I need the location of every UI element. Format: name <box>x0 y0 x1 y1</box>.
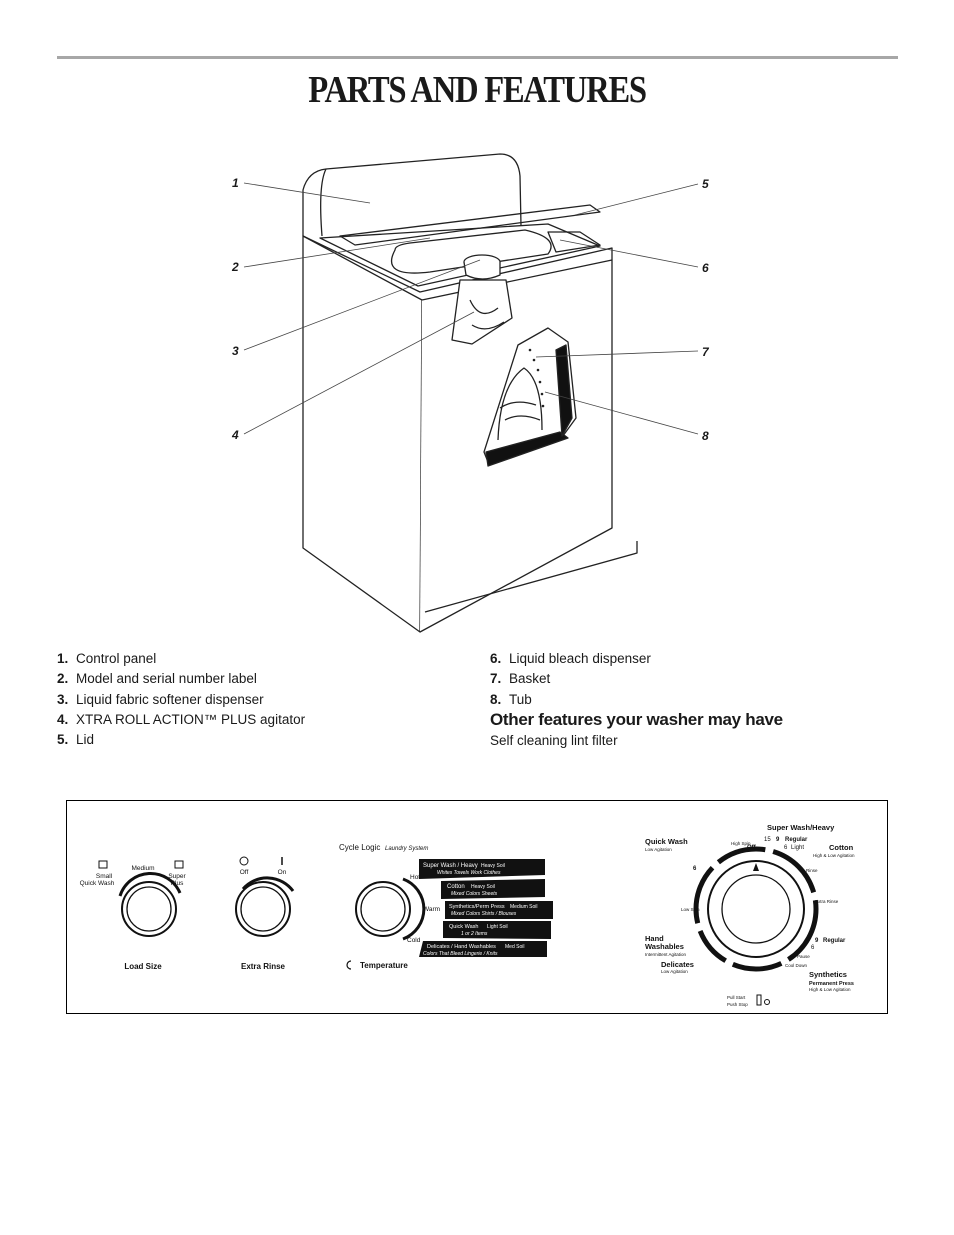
cycle-selector-rows: Super Wash / Heavy Heavy Soil Whites Tow… <box>419 859 553 957</box>
extra-rinse-label: Extra Rinse <box>241 962 286 971</box>
row-cotton-soil: Heavy Soil <box>471 884 495 890</box>
row-synthetics-soil: Medium Soil <box>510 904 538 910</box>
page-title: PARTS AND FEATURES <box>308 69 647 111</box>
load-size-plus-label: Plus <box>171 880 184 887</box>
row-quick-wash-title: Quick Wash <box>449 924 478 930</box>
dial-9a-mark: 9 <box>776 837 780 843</box>
callout-1: 1 <box>232 176 239 190</box>
list-item: 4.XTRA ROLL ACTION™ PLUS agitator <box>57 711 306 727</box>
list-item: 5.Lid <box>57 732 95 748</box>
row-quick-wash-items: 1 or 2 Items <box>461 931 488 937</box>
extra-rinse-knob: Off On Extra Rinse <box>235 856 295 971</box>
dial-6a-mark: 6 <box>784 845 788 851</box>
callout-4: 4 <box>231 428 239 442</box>
cabinet-front <box>302 235 423 633</box>
dial-rinse-label: Rinse <box>806 868 818 873</box>
dial-6-mark: 6 <box>693 866 697 872</box>
list-item: 1.Control panel <box>57 651 157 666</box>
row-super-wash-soil: Heavy Soil <box>481 863 505 869</box>
lid-shape <box>339 204 601 246</box>
dial-pause-label: Pause <box>797 954 810 959</box>
washer-diagram: 1 2 3 4 5 6 7 8 <box>231 153 710 633</box>
list-item: 6.Liquid bleach dispenser <box>490 651 651 666</box>
parts-list-right: 6.Liquid bleach dispenser 7.Basket 8.Tub <box>490 649 651 710</box>
row-quick-wash-soil: Light Soil <box>487 924 508 930</box>
temp-hot-label: Hot <box>410 874 420 881</box>
dial-extra-rinse-label: Extra Rinse <box>815 899 839 904</box>
other-features-text: Self cleaning lint filter <box>490 733 618 748</box>
list-item: 7.Basket <box>490 671 551 687</box>
dial-synth-sub: High & Low Agitation <box>809 987 851 992</box>
load-size-quick-wash-label: Quick Wash <box>80 880 115 887</box>
dial-cotton-label: Cotton <box>829 843 854 852</box>
dial-regular-a-label: Regular <box>785 837 808 843</box>
temp-cold-label: Cold <box>407 937 421 944</box>
dial-regular-b-label: Regular <box>823 938 846 944</box>
callout-2: 2 <box>231 260 239 274</box>
dial-light-label: Light <box>791 845 804 851</box>
row-delicates-items: Colors That Bleed Lingerie / Knits <box>423 951 498 957</box>
dial-washables-label: Washables <box>645 942 684 951</box>
dial-high-spin-label: High Spin <box>731 841 751 846</box>
row-cotton-items: Mixed Colors Sheets <box>451 891 498 897</box>
dial-synthetics-label: Synthetics <box>809 970 847 979</box>
load-size-label: Load Size <box>124 962 162 971</box>
row-delicates-soil: Med Soil <box>505 944 524 950</box>
list-item: 2.Model and serial number label <box>57 671 257 687</box>
dial-cotton-sub: High & Low Agitation <box>813 853 855 858</box>
extra-rinse-on-label: On <box>278 869 287 876</box>
load-size-knob: Small Quick Wash Medium Super Plus Load … <box>80 860 187 971</box>
dial-6b-mark: 6 <box>811 945 815 951</box>
dial-push-stop-label: Push Stop <box>727 1002 748 1007</box>
dial-delicates-sub: Low Agitation <box>661 969 688 974</box>
row-synthetics-title: Synthetics/Perm Press <box>449 904 505 910</box>
dial-delicates-label: Delicates <box>661 960 694 969</box>
cycle-logic-brand: Cycle Logic <box>339 843 380 852</box>
load-size-medium-label: Medium <box>131 865 154 872</box>
temperature-knob: Cycle Logic Laundry System Hot Warm Cold… <box>339 843 440 970</box>
control-panel-shape <box>302 153 522 236</box>
callout-8: 8 <box>702 429 709 443</box>
callout-7: 7 <box>702 345 710 359</box>
temp-warm-label: Warm <box>423 906 440 913</box>
dial-quick-sub: Low Agitation <box>645 847 672 852</box>
dial-quick-wash-label: Quick Wash <box>645 837 688 846</box>
dial-15-mark: 15 <box>764 837 771 843</box>
temperature-label: Temperature <box>360 961 408 970</box>
row-delicates-title: Delicates / Hand Washables <box>427 944 496 950</box>
dial-hand-label: Hand <box>645 934 664 943</box>
cycle-dial: Super Wash/Heavy 15 9 Regular 6 Light Co… <box>645 823 855 1007</box>
extra-rinse-off-label: Off <box>240 869 249 876</box>
top-rule <box>57 56 898 59</box>
agitator-shape <box>451 279 513 345</box>
list-item: 8.Tub <box>490 691 532 707</box>
control-panel-art: Small Quick Wash Medium Super Plus Load … <box>80 823 855 1007</box>
dial-pull-start-label: Pull Start <box>727 995 746 1000</box>
dial-perm-press-label: Permanent Press <box>809 981 854 987</box>
parts-list-left: 1.Control panel 2.Model and serial numbe… <box>57 649 305 750</box>
load-size-super-label: Super <box>168 873 186 880</box>
control-panel-diagram: Small Quick Wash Medium Super Plus Load … <box>66 800 888 1014</box>
load-size-small-label: Small <box>96 873 113 880</box>
laundry-system-label: Laundry System <box>385 846 428 852</box>
dial-hand-sub: Intermittent Agitation <box>645 952 687 957</box>
dial-low-spin-label: Low Spin <box>681 907 700 912</box>
other-features-heading: Other features your washer may have <box>490 710 783 729</box>
dial-9b-mark: 9 <box>815 938 819 944</box>
dial-off-label: Off <box>747 845 757 851</box>
callout-6: 6 <box>702 261 709 275</box>
dial-super-wash-label: Super Wash/Heavy <box>767 823 835 832</box>
callout-5: 5 <box>702 177 709 191</box>
list-item: 3.Liquid fabric softener dispenser <box>57 691 264 707</box>
callout-3: 3 <box>232 344 239 358</box>
row-synthetics-items: Mixed Colors Shirts / Blouses <box>451 911 517 917</box>
row-cotton-title: Cotton <box>447 884 465 890</box>
row-super-wash-items: Whites Towels Work Clothes <box>437 870 501 876</box>
dial-cool-down-label: Cool Down <box>785 963 808 968</box>
row-super-wash-title: Super Wash / Heavy <box>423 863 478 869</box>
